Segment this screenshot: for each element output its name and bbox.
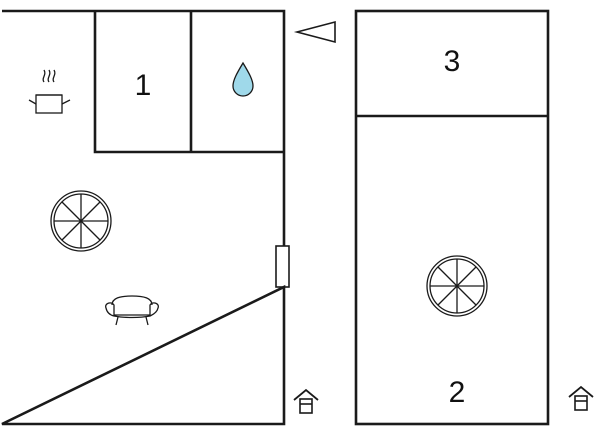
wheel-icon (426, 255, 488, 317)
direction-arrow-icon (293, 20, 336, 44)
right-building (354, 9, 550, 426)
cooking-pot-icon (28, 69, 71, 114)
armchair-icon (105, 295, 159, 326)
room-2-label: 2 (449, 376, 466, 409)
right-building-outline (354, 9, 550, 426)
entrance-house-icon (293, 388, 319, 414)
left-building (1, 9, 290, 426)
wheel-icon (50, 190, 112, 252)
room-1-label: 1 (135, 69, 152, 102)
water-drop-icon (232, 61, 254, 97)
room-3-label: 3 (444, 45, 461, 78)
entrance-house-icon (568, 385, 594, 411)
window (275, 245, 290, 288)
bathroom-block-walls (93, 11, 284, 154)
